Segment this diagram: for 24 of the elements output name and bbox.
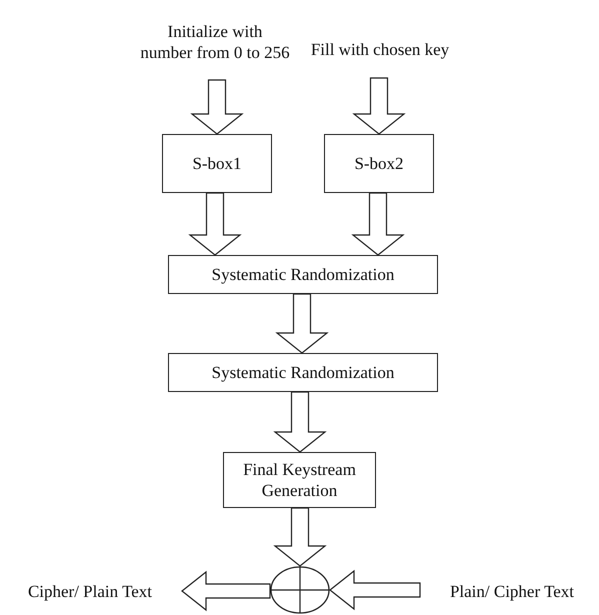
text-label: Plain/ Cipher Text	[426, 580, 598, 602]
process-box	[223, 452, 376, 508]
block-arrow	[181, 570, 271, 612]
block-arrow	[275, 293, 329, 354]
block-arrow	[188, 192, 242, 256]
block-arrow	[190, 79, 244, 135]
text-label: Cipher/ Plain Text	[4, 580, 176, 602]
box-label: Final Keystream Generation	[242, 459, 357, 501]
box-label: Systematic Randomization	[212, 362, 394, 383]
process-box	[168, 353, 438, 392]
process-box	[168, 255, 438, 294]
box-label: S-box1	[192, 153, 242, 174]
text-label: Initialize with number from 0 to 256	[140, 10, 290, 74]
block-arrow	[351, 192, 405, 256]
xor-symbol	[270, 566, 330, 614]
process-box	[162, 134, 272, 193]
box-label: Systematic Randomization	[212, 264, 394, 285]
block-arrow	[352, 77, 406, 135]
block-arrow	[329, 570, 421, 610]
box-label: S-box2	[354, 153, 404, 174]
text-label: Fill with chosen key	[310, 26, 450, 72]
process-box	[324, 134, 434, 193]
block-arrow	[273, 391, 327, 453]
block-arrow	[273, 507, 327, 567]
